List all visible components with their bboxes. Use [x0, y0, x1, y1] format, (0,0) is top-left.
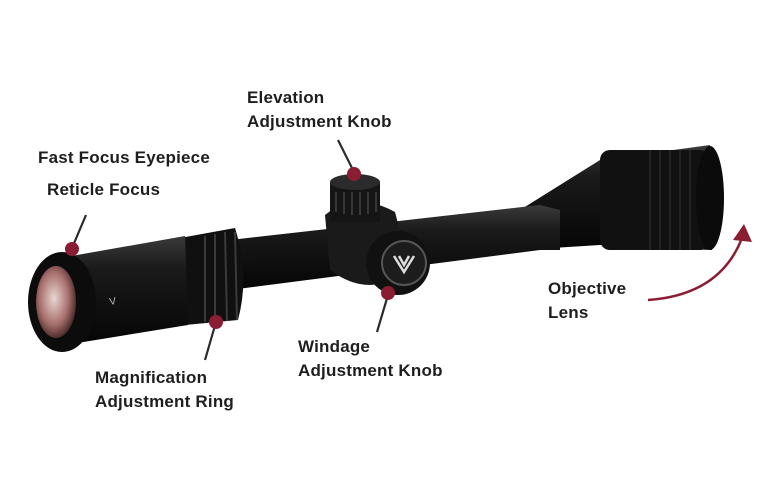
- objective-label: Objective Lens: [548, 277, 626, 325]
- svg-text:V: V: [109, 296, 118, 308]
- objective-arrow: [647, 237, 744, 302]
- eyepiece-label-1: Fast Focus Eyepiece: [38, 148, 210, 167]
- elevation-label-line2: Adjustment Knob: [247, 112, 392, 131]
- objective-label-line1: Objective: [548, 279, 627, 298]
- windage-label-line1: Windage: [298, 337, 371, 356]
- magnification-label-line1: Magnification: [95, 368, 208, 387]
- eyepiece-marker: [65, 242, 79, 256]
- magnification-marker: [209, 315, 223, 329]
- magnification-label-line2: Adjustment Ring: [95, 392, 234, 411]
- vortex-logo-icon: [392, 255, 416, 275]
- elevation-leader: [337, 139, 355, 173]
- arrowhead-icon: [733, 224, 752, 242]
- eyepiece-label-2: Reticle Focus: [47, 180, 161, 199]
- eyepiece-lens: [36, 266, 76, 338]
- windage-leader: [375, 294, 390, 333]
- elevation-label-line1: Elevation: [247, 88, 325, 107]
- windage-label-line2: Adjustment Knob: [298, 361, 443, 380]
- elevation-marker: [347, 167, 361, 181]
- elevation-label: Elevation Adjustment Knob: [247, 86, 392, 134]
- magnification-label: Magnification Adjustment Ring: [95, 366, 234, 414]
- objective-lens-end: [696, 146, 724, 250]
- objective-focus-ring: [600, 150, 710, 250]
- windage-marker: [381, 286, 395, 300]
- magnification-ring: [180, 228, 244, 325]
- objective-label-line2: Lens: [548, 303, 589, 322]
- windage-label: Windage Adjustment Knob: [298, 335, 443, 383]
